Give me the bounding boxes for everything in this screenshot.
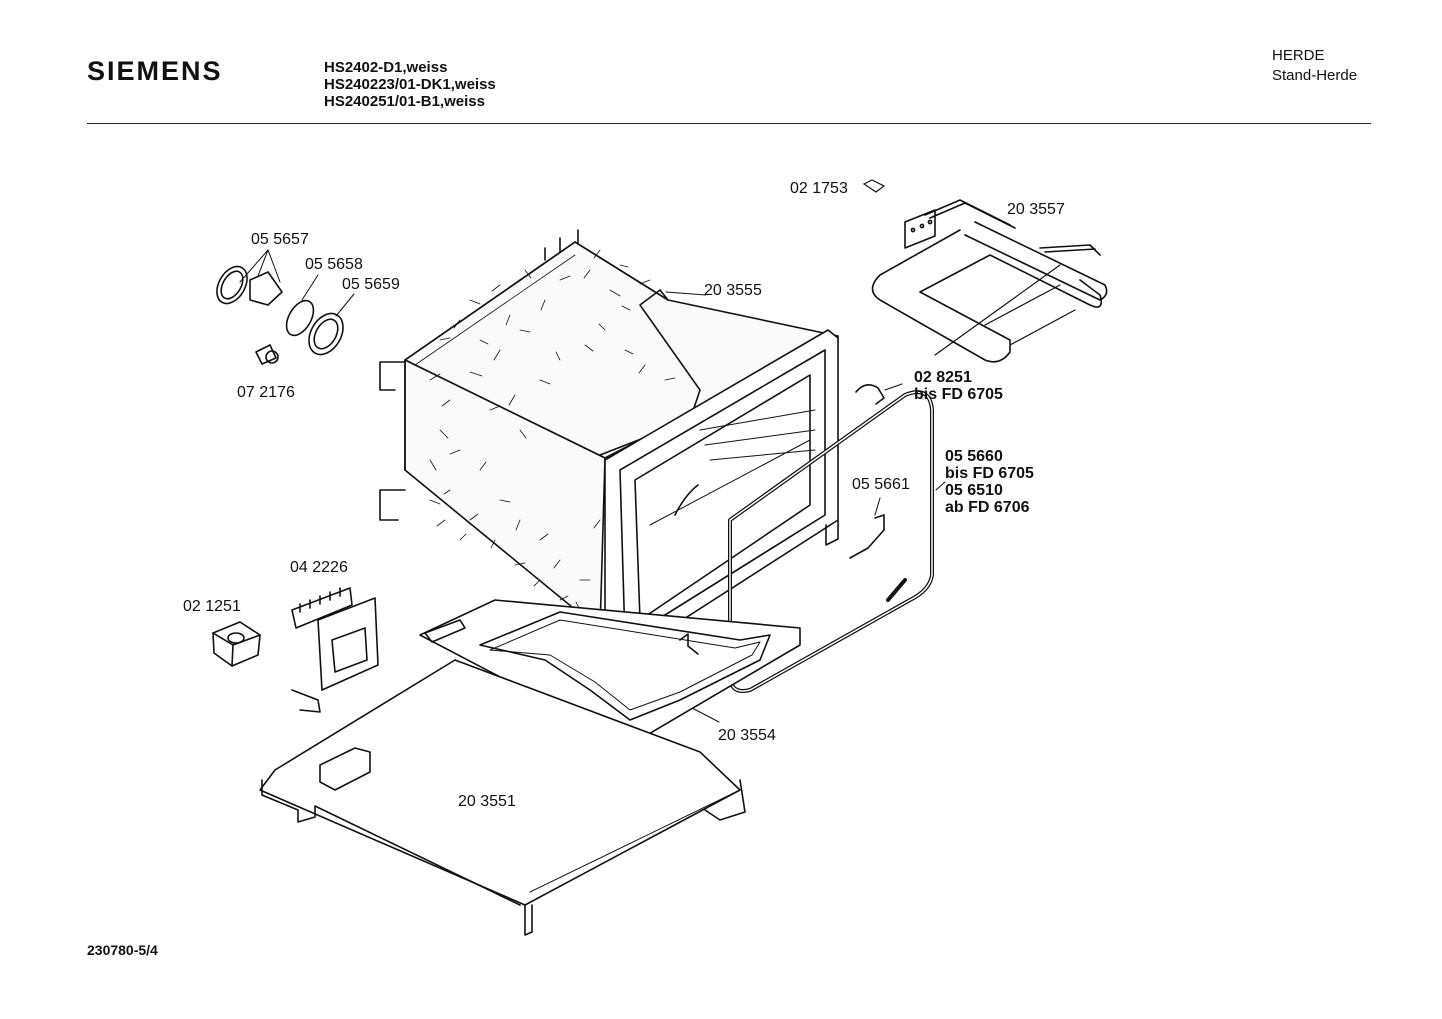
part-label-021251: 02 1251 <box>183 598 241 615</box>
oven-cavity-drawing <box>379 229 839 631</box>
category-title: HERDE <box>1272 47 1325 64</box>
part-note-056510: ab FD 6706 <box>945 499 1030 516</box>
part-label-055660: 05 5660 <box>945 448 1003 465</box>
hinge-055661-drawing <box>849 514 885 559</box>
part-arrow-icon <box>862 179 886 193</box>
part-label-042226: 04 2226 <box>290 559 348 576</box>
part-label-055658: 05 5658 <box>305 256 363 273</box>
part-note-055660: bis FD 6705 <box>945 465 1034 482</box>
clip-028251-drawing <box>855 384 885 405</box>
part-label-055661: 05 5661 <box>852 476 910 493</box>
category: HERDE Stand-Herde <box>1272 46 1357 86</box>
model-line: HS2402-D1,weiss <box>324 59 448 76</box>
category-subtitle: Stand-Herde <box>1272 67 1358 84</box>
oven-lamp-parts-drawing <box>216 265 344 365</box>
part-label-055657: 05 5657 <box>251 231 309 248</box>
model-line: HS240223/01-DK1,weiss <box>324 76 496 93</box>
grill-heating-element-drawing <box>871 199 1108 363</box>
part-label-203555: 20 3555 <box>704 282 762 299</box>
part-note-028251: bis FD 6705 <box>914 386 1003 403</box>
base-plate-drawing <box>259 659 746 936</box>
part-label-203551: 20 3551 <box>458 793 516 810</box>
model-line: HS240251/01-B1,weiss <box>324 93 485 110</box>
part-label-203554: 20 3554 <box>718 727 776 744</box>
door-seal-drawing <box>728 390 934 693</box>
part-label-072176: 07 2176 <box>237 384 295 401</box>
drawing-code: 230780-5/4 <box>87 942 158 958</box>
part-label-021753: 02 1753 <box>790 180 848 197</box>
part-label-055659: 05 5659 <box>342 276 400 293</box>
part-label-028251: 02 8251 <box>914 369 972 386</box>
part-label-203557: 20 3557 <box>1007 201 1065 218</box>
header-divider <box>87 123 1371 124</box>
regulator-042226-drawing <box>291 587 379 713</box>
part-label-056510: 05 6510 <box>945 482 1003 499</box>
model-list: HS2402-D1,weiss HS240223/01-DK1,weiss HS… <box>324 59 496 110</box>
brand-logo: SIEMENS <box>87 56 223 86</box>
terminal-021251-drawing <box>212 621 261 667</box>
leader-lines <box>239 249 946 723</box>
